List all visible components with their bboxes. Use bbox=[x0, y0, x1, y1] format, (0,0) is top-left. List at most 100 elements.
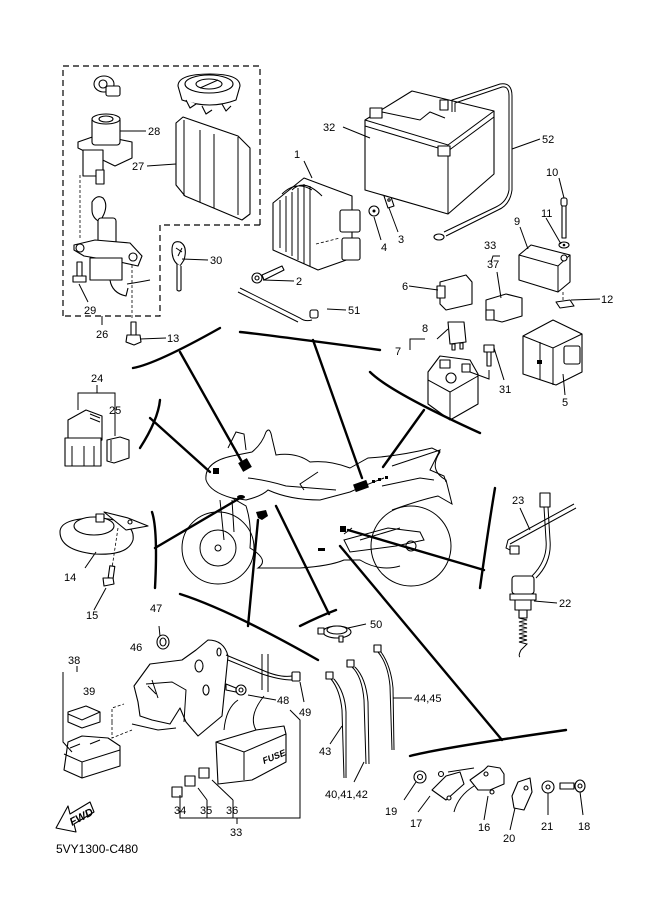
nut-plate-12[interactable] bbox=[555, 292, 575, 309]
fwd-label: FWD bbox=[68, 806, 96, 828]
callout-2[interactable]: 2 bbox=[296, 276, 302, 288]
callout-52[interactable]: 52 bbox=[542, 134, 554, 146]
callout-35[interactable]: 35 bbox=[200, 805, 212, 817]
callout-1[interactable]: 1 bbox=[294, 149, 300, 161]
ecu-unit[interactable] bbox=[175, 116, 251, 221]
relay-unit-5[interactable] bbox=[522, 319, 583, 386]
clamp-50[interactable] bbox=[317, 625, 352, 643]
washer-4[interactable] bbox=[368, 205, 380, 217]
callout-9[interactable]: 9 bbox=[514, 216, 520, 228]
bolt-13[interactable] bbox=[125, 321, 142, 346]
callout-33-bottom[interactable]: 33 bbox=[230, 827, 242, 839]
rear-brake-switch-lead[interactable] bbox=[505, 492, 577, 579]
callout-3[interactable]: 3 bbox=[398, 234, 404, 246]
callout-43[interactable]: 43 bbox=[319, 746, 331, 758]
cover-39[interactable] bbox=[67, 705, 101, 729]
band-43[interactable] bbox=[325, 671, 347, 779]
callout-6[interactable]: 6 bbox=[402, 281, 408, 293]
callout-28[interactable]: 28 bbox=[148, 126, 160, 138]
starter-relay-7[interactable] bbox=[427, 355, 479, 421]
callout-14[interactable]: 14 bbox=[64, 572, 76, 584]
callout-19[interactable]: 19 bbox=[385, 806, 397, 818]
ignition-lock-body[interactable] bbox=[73, 196, 151, 320]
callout-50[interactable]: 50 bbox=[370, 619, 382, 631]
callout-21[interactable]: 21 bbox=[541, 821, 553, 833]
washer-21[interactable] bbox=[541, 780, 555, 794]
callout-31[interactable]: 31 bbox=[499, 384, 511, 396]
bolt-15[interactable] bbox=[102, 527, 119, 587]
callout-34[interactable]: 34 bbox=[174, 805, 186, 817]
callout-47[interactable]: 47 bbox=[150, 603, 162, 615]
bracket-17[interactable] bbox=[431, 767, 475, 801]
callout-16[interactable]: 16 bbox=[478, 822, 490, 834]
callout-26[interactable]: 26 bbox=[96, 329, 108, 341]
lock-set-dashed-box bbox=[62, 65, 261, 317]
rectifier-regulator[interactable] bbox=[272, 177, 361, 271]
bolt-48[interactable] bbox=[225, 683, 247, 696]
band-40-42[interactable] bbox=[346, 659, 370, 765]
key-30[interactable] bbox=[171, 241, 186, 292]
callout-12[interactable]: 12 bbox=[601, 294, 613, 306]
relay-assembly-24[interactable] bbox=[64, 409, 103, 467]
fuse-8[interactable] bbox=[447, 321, 467, 351]
callout-44-45[interactable]: 44,45 bbox=[414, 693, 442, 705]
callout-18[interactable]: 18 bbox=[578, 821, 590, 833]
band-44-45[interactable] bbox=[373, 644, 395, 751]
battery[interactable] bbox=[364, 90, 495, 215]
callout-13[interactable]: 13 bbox=[167, 333, 179, 345]
callout-27[interactable]: 27 bbox=[132, 161, 144, 173]
washer-11[interactable] bbox=[558, 241, 570, 249]
collar-19[interactable] bbox=[413, 770, 427, 784]
fuel-tank-cap[interactable] bbox=[177, 73, 241, 115]
fuse-box[interactable]: FUSE bbox=[215, 654, 288, 785]
callout-32[interactable]: 32 bbox=[323, 122, 335, 134]
cover-25[interactable] bbox=[106, 436, 130, 464]
callout-33-top[interactable]: 33 bbox=[484, 240, 496, 252]
fuses-34-36[interactable] bbox=[171, 767, 210, 798]
bracket-46[interactable] bbox=[131, 639, 229, 737]
callout-23[interactable]: 23 bbox=[512, 495, 524, 507]
control-unit-9[interactable] bbox=[518, 244, 571, 293]
callout-25[interactable]: 25 bbox=[109, 405, 121, 417]
lead-51[interactable] bbox=[237, 287, 319, 323]
callout-49[interactable]: 49 bbox=[299, 707, 311, 719]
callout-29[interactable]: 29 bbox=[84, 305, 96, 317]
callout-8[interactable]: 8 bbox=[422, 323, 428, 335]
rear-brake-switch[interactable] bbox=[509, 575, 537, 658]
bolt-31[interactable] bbox=[469, 344, 495, 380]
battery-lead[interactable] bbox=[433, 83, 513, 241]
callout-46[interactable]: 46 bbox=[130, 642, 142, 654]
callout-22[interactable]: 22 bbox=[559, 598, 571, 610]
bolt-2[interactable] bbox=[251, 265, 285, 284]
callout-15[interactable]: 15 bbox=[86, 610, 98, 622]
callout-11[interactable]: 11 bbox=[541, 208, 552, 220]
bolt-10[interactable] bbox=[560, 197, 568, 239]
relay-6[interactable] bbox=[436, 274, 473, 311]
switch-cover-20[interactable] bbox=[511, 777, 533, 811]
relay-assembly-38[interactable] bbox=[63, 735, 121, 779]
callout-10[interactable]: 10 bbox=[546, 167, 558, 179]
fuse-37[interactable] bbox=[485, 293, 523, 323]
bolt-29[interactable] bbox=[72, 261, 87, 283]
callout-30[interactable]: 30 bbox=[210, 255, 222, 267]
horn[interactable] bbox=[59, 511, 149, 555]
callout-36[interactable]: 36 bbox=[226, 805, 238, 817]
lead-49[interactable] bbox=[225, 654, 301, 682]
switch-bracket-16[interactable] bbox=[453, 765, 505, 813]
callout-39[interactable]: 39 bbox=[83, 686, 95, 698]
callout-24[interactable]: 24 bbox=[91, 373, 103, 385]
callout-48[interactable]: 48 bbox=[277, 695, 289, 707]
callout-7[interactable]: 7 bbox=[395, 346, 401, 358]
callout-5[interactable]: 5 bbox=[562, 397, 568, 409]
seat-lock-cylinder[interactable] bbox=[93, 75, 121, 97]
callout-17[interactable]: 17 bbox=[410, 818, 422, 830]
damper-47[interactable] bbox=[156, 634, 170, 650]
main-switch[interactable] bbox=[77, 113, 133, 240]
callout-40-41-42[interactable]: 40,41,42 bbox=[325, 789, 368, 801]
callout-4[interactable]: 4 bbox=[381, 242, 387, 254]
callout-20[interactable]: 20 bbox=[503, 833, 515, 845]
callout-51[interactable]: 51 bbox=[348, 305, 360, 317]
callout-37[interactable]: 37 bbox=[487, 259, 499, 271]
callout-38[interactable]: 38 bbox=[68, 655, 80, 667]
bolt-18[interactable] bbox=[559, 779, 586, 793]
